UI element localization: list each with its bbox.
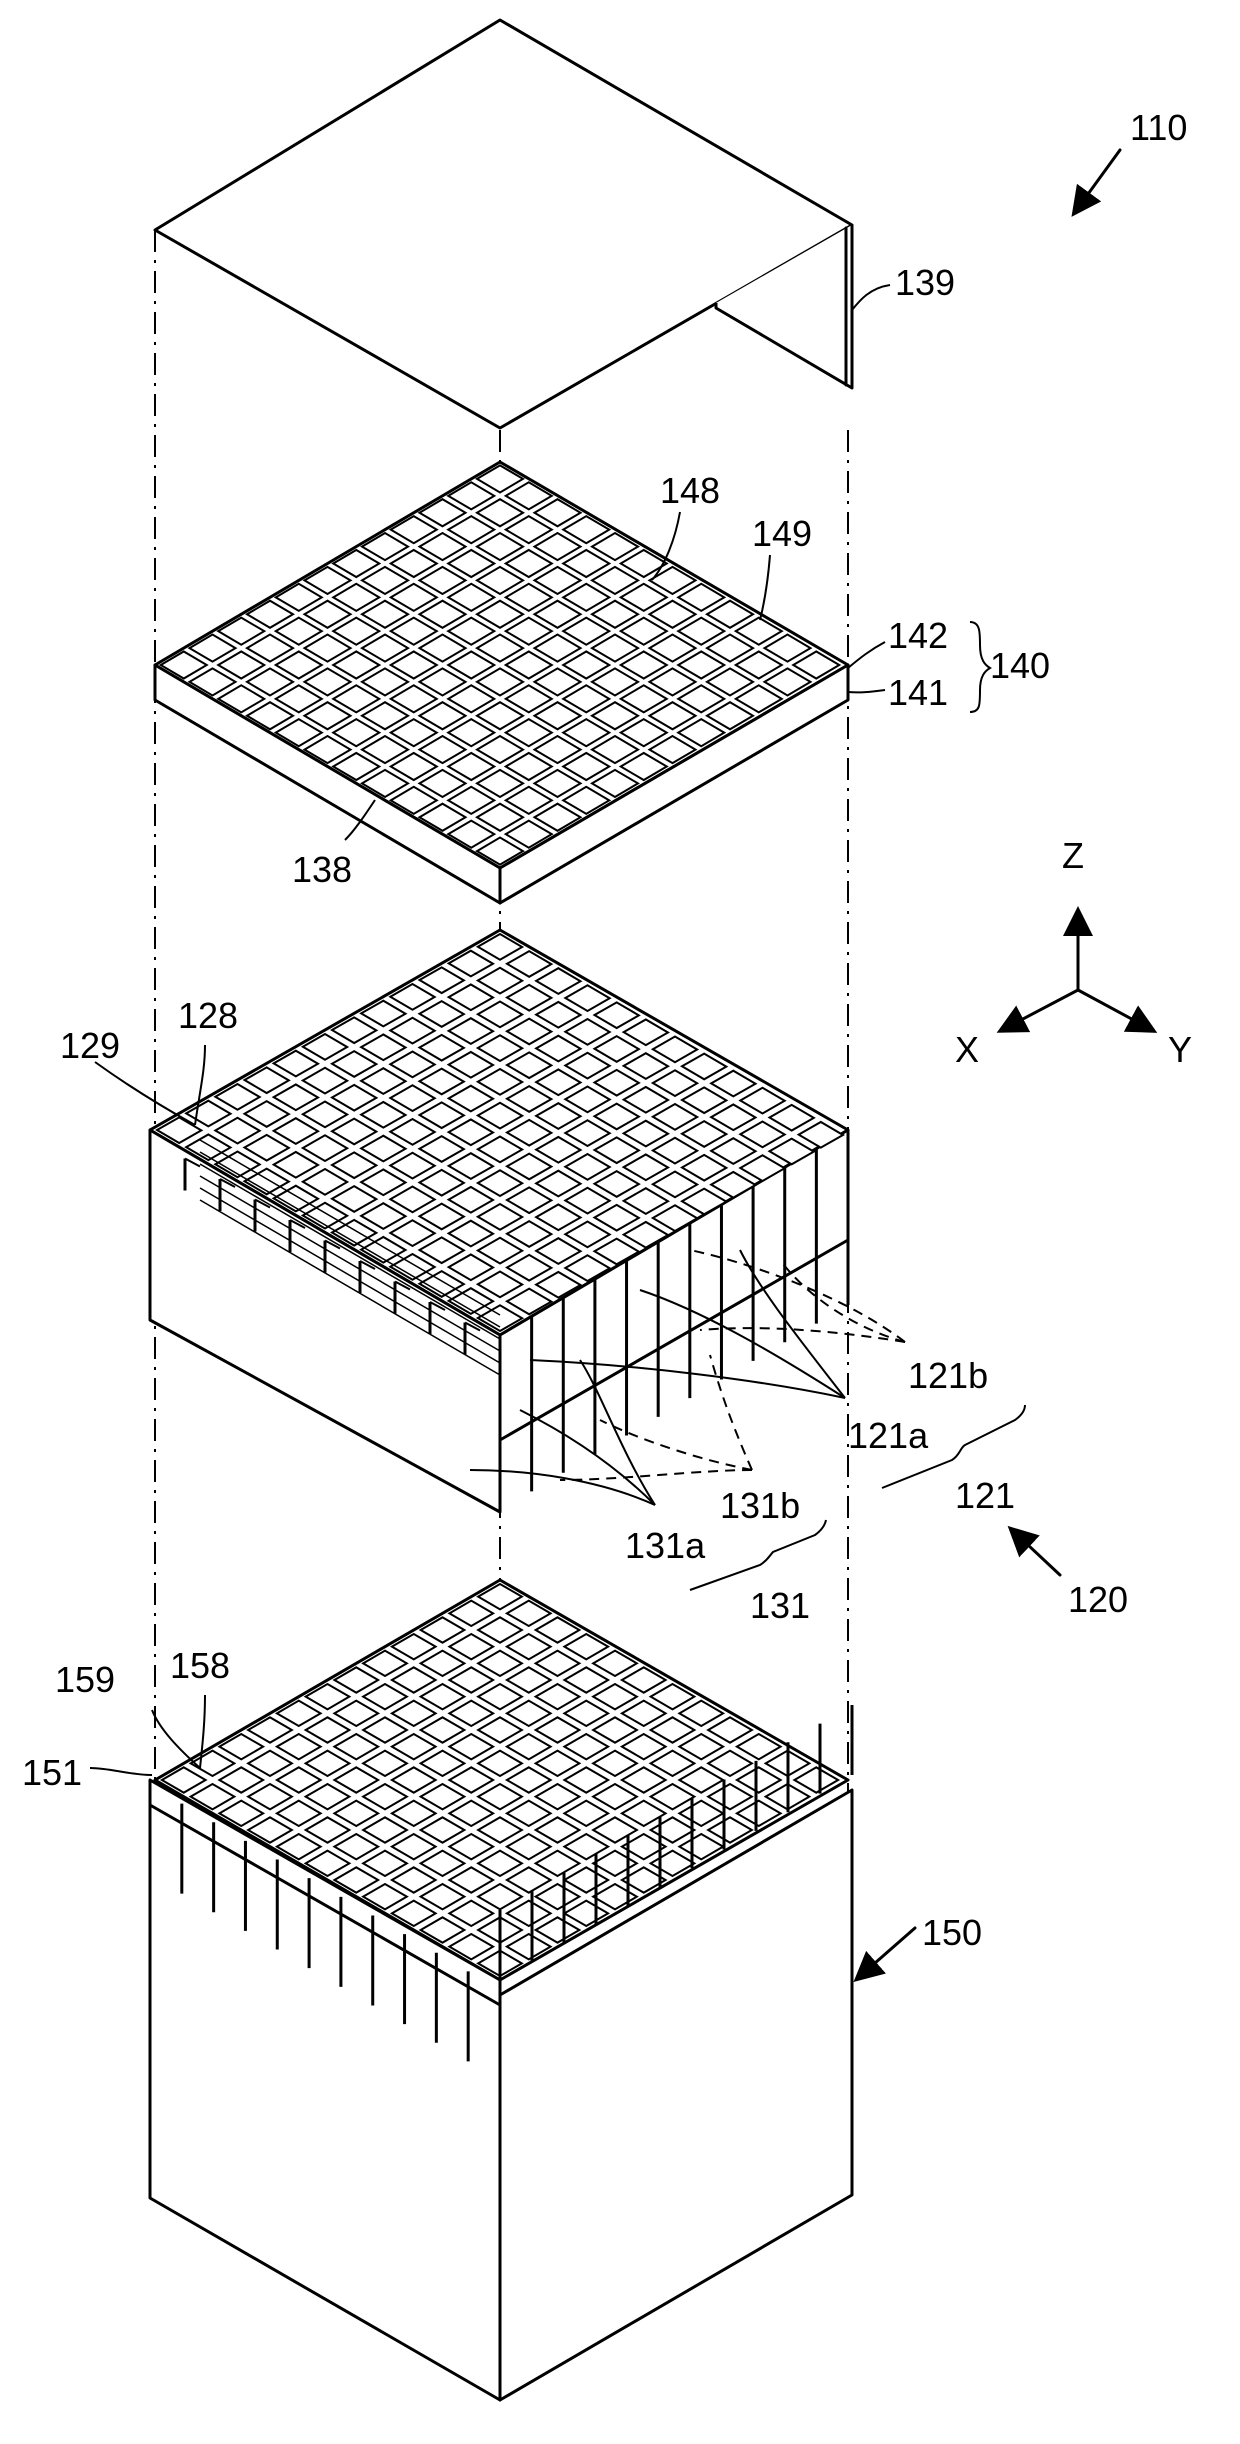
label-131a: 131a (625, 1525, 706, 1566)
label-x: X (955, 1029, 979, 1070)
label-141: 141 (888, 672, 948, 713)
label-121: 121 (955, 1475, 1015, 1516)
label-138: 138 (292, 849, 352, 890)
label-121b: 121b (908, 1355, 988, 1396)
label-z: Z (1062, 835, 1084, 876)
label-158: 158 (170, 1645, 230, 1686)
scintillator-plate-140 (155, 462, 848, 903)
label-120: 120 (1068, 1579, 1128, 1620)
label-129: 129 (60, 1025, 120, 1066)
label-148: 148 (660, 470, 720, 511)
axes-indicator (1002, 912, 1152, 1030)
label-139: 139 (895, 262, 955, 303)
top-cover-139 (155, 20, 852, 428)
label-y: Y (1168, 1029, 1192, 1070)
collimator-block-120 (150, 930, 848, 1512)
ref-arrows (858, 150, 1120, 1978)
label-131: 131 (750, 1585, 810, 1626)
label-128: 128 (178, 995, 238, 1036)
label-149: 149 (752, 513, 812, 554)
label-140: 140 (990, 645, 1050, 686)
label-150: 150 (922, 1912, 982, 1953)
label-159: 159 (55, 1659, 115, 1700)
label-121a: 121a (848, 1415, 929, 1456)
label-142: 142 (888, 615, 948, 656)
base-block-150 (150, 1580, 852, 2400)
label-110: 110 (1130, 107, 1187, 148)
label-151: 151 (22, 1752, 82, 1793)
label-131b: 131b (720, 1485, 800, 1526)
